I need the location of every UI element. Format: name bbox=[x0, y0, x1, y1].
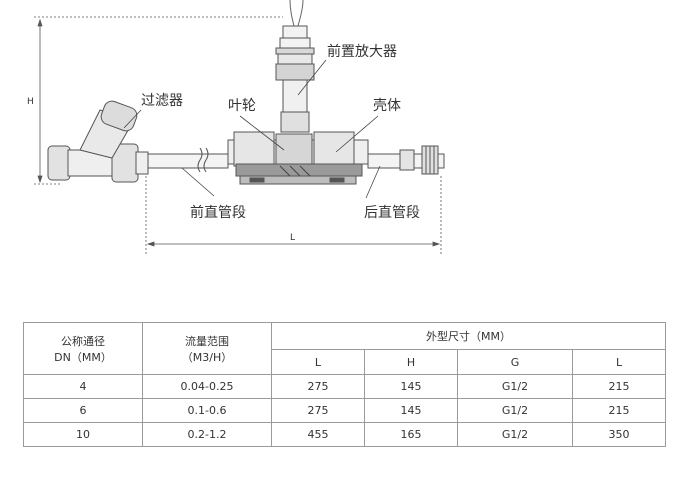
label-preamp: 前置放大器 bbox=[327, 43, 397, 60]
specification-table: 公称通径 DN（MM） 流量范围 （M3/H） 外型尺寸（MM） L H G L… bbox=[23, 322, 666, 447]
label-rear-pipe: 后直管段 bbox=[364, 204, 420, 221]
length-dimension bbox=[145, 176, 442, 256]
cell-dn: 4 bbox=[23, 374, 143, 399]
label-impeller: 叶轮 bbox=[228, 98, 256, 114]
cell-g: G1/2 bbox=[456, 422, 574, 447]
subheader-g: G bbox=[456, 349, 574, 375]
subheader-l: L bbox=[271, 349, 365, 375]
table-row: 6 0.1-0.6 275 145 G1/2 215 bbox=[23, 398, 666, 423]
rear-straight-pipe bbox=[367, 145, 445, 175]
table-row: 4 0.04-0.25 275 145 G1/2 215 bbox=[23, 374, 666, 399]
cell-dn: 6 bbox=[23, 398, 143, 423]
cell-l2: 350 bbox=[572, 422, 666, 447]
dim-l-label: L bbox=[290, 233, 295, 243]
cell-g: G1/2 bbox=[456, 374, 574, 399]
header-nominal-diameter: 公称通径 DN（MM） bbox=[23, 322, 143, 375]
cell-flow: 0.2-1.2 bbox=[142, 422, 272, 447]
height-dimension bbox=[34, 16, 283, 185]
leader-lines bbox=[123, 59, 381, 199]
cell-l2: 215 bbox=[572, 398, 666, 423]
label-filter: 过滤器 bbox=[141, 93, 183, 109]
header-flow-line2: （M3/H） bbox=[181, 350, 233, 364]
cell-flow: 0.04-0.25 bbox=[142, 374, 272, 399]
cell-l: 275 bbox=[271, 374, 365, 399]
cell-l: 455 bbox=[271, 422, 365, 447]
signal-cable bbox=[289, 0, 304, 27]
cell-flow: 0.1-0.6 bbox=[142, 398, 272, 423]
subheader-h: H bbox=[363, 349, 458, 375]
header-dimensions: 外型尺寸（MM） bbox=[271, 322, 666, 350]
cell-h: 145 bbox=[363, 374, 458, 399]
label-front-pipe: 前直管段 bbox=[190, 204, 246, 221]
table-header-row: 公称通径 DN（MM） 流量范围 （M3/H） 外型尺寸（MM） bbox=[23, 322, 666, 375]
front-straight-pipe bbox=[139, 147, 229, 173]
cell-h: 145 bbox=[363, 398, 458, 423]
housing bbox=[227, 131, 369, 185]
filter bbox=[47, 100, 149, 183]
table-row: 10 0.2-1.2 455 165 G1/2 350 bbox=[23, 422, 666, 447]
label-housing: 壳体 bbox=[373, 97, 401, 114]
cell-l: 275 bbox=[271, 398, 365, 423]
cell-g: G1/2 bbox=[456, 398, 574, 423]
flowmeter-installation-diagram: H bbox=[27, 0, 445, 256]
dim-h-label: H bbox=[27, 97, 34, 107]
cell-h: 165 bbox=[363, 422, 458, 447]
header-nominal-line1: 公称通径 bbox=[61, 334, 105, 348]
header-flow-range: 流量范围 （M3/H） bbox=[142, 322, 272, 375]
cell-dn: 10 bbox=[23, 422, 143, 447]
header-nominal-line2: DN（MM） bbox=[54, 350, 112, 364]
header-flow-line1: 流量范围 bbox=[185, 334, 229, 348]
subheader-l2: L bbox=[572, 349, 666, 375]
preamplifier bbox=[275, 25, 315, 133]
cell-l2: 215 bbox=[572, 374, 666, 399]
